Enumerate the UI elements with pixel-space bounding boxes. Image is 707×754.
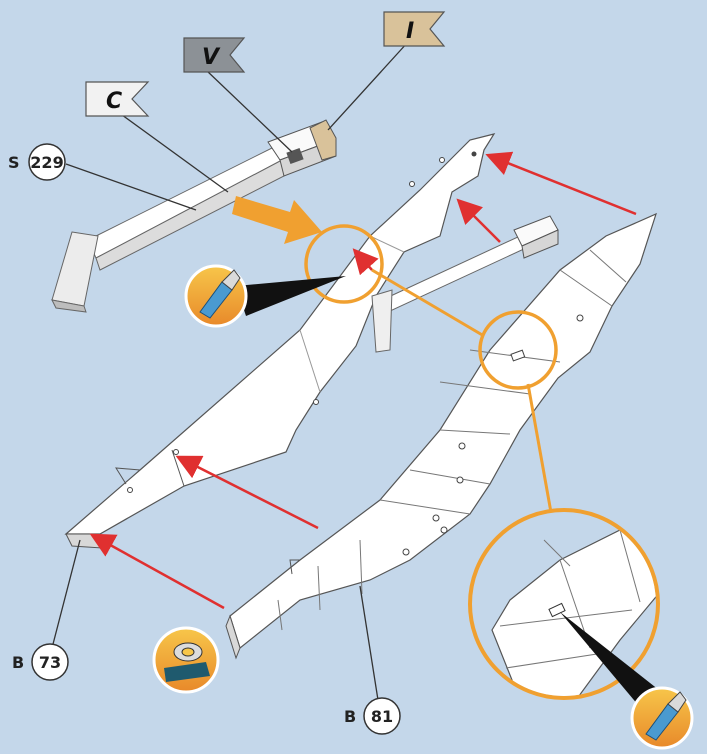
flag-c-letter: C: [106, 89, 122, 114]
craft-knife-icon: [186, 266, 246, 326]
orange-arrow-icon: [232, 196, 322, 244]
magnified-detail: [470, 510, 676, 712]
part-prefix: S: [8, 153, 20, 172]
flag-i-letter: I: [406, 19, 414, 44]
part-label-b81: B 81: [344, 586, 400, 734]
part-prefix: B: [344, 707, 356, 726]
flag-i: I: [384, 12, 444, 46]
part-number: 81: [371, 707, 393, 726]
part-label-b73: B 73: [12, 540, 80, 680]
part-number: 73: [39, 653, 61, 672]
tape-dispenser-icon: [154, 628, 218, 692]
part-label-s229: S 229: [8, 144, 196, 210]
flag-v-letter: V: [202, 45, 221, 70]
part-number: 229: [30, 153, 63, 172]
flag-c: C: [86, 82, 148, 116]
part-prefix: B: [12, 653, 24, 672]
craft-knife-icon: [632, 688, 692, 748]
flag-v: V: [184, 38, 244, 72]
